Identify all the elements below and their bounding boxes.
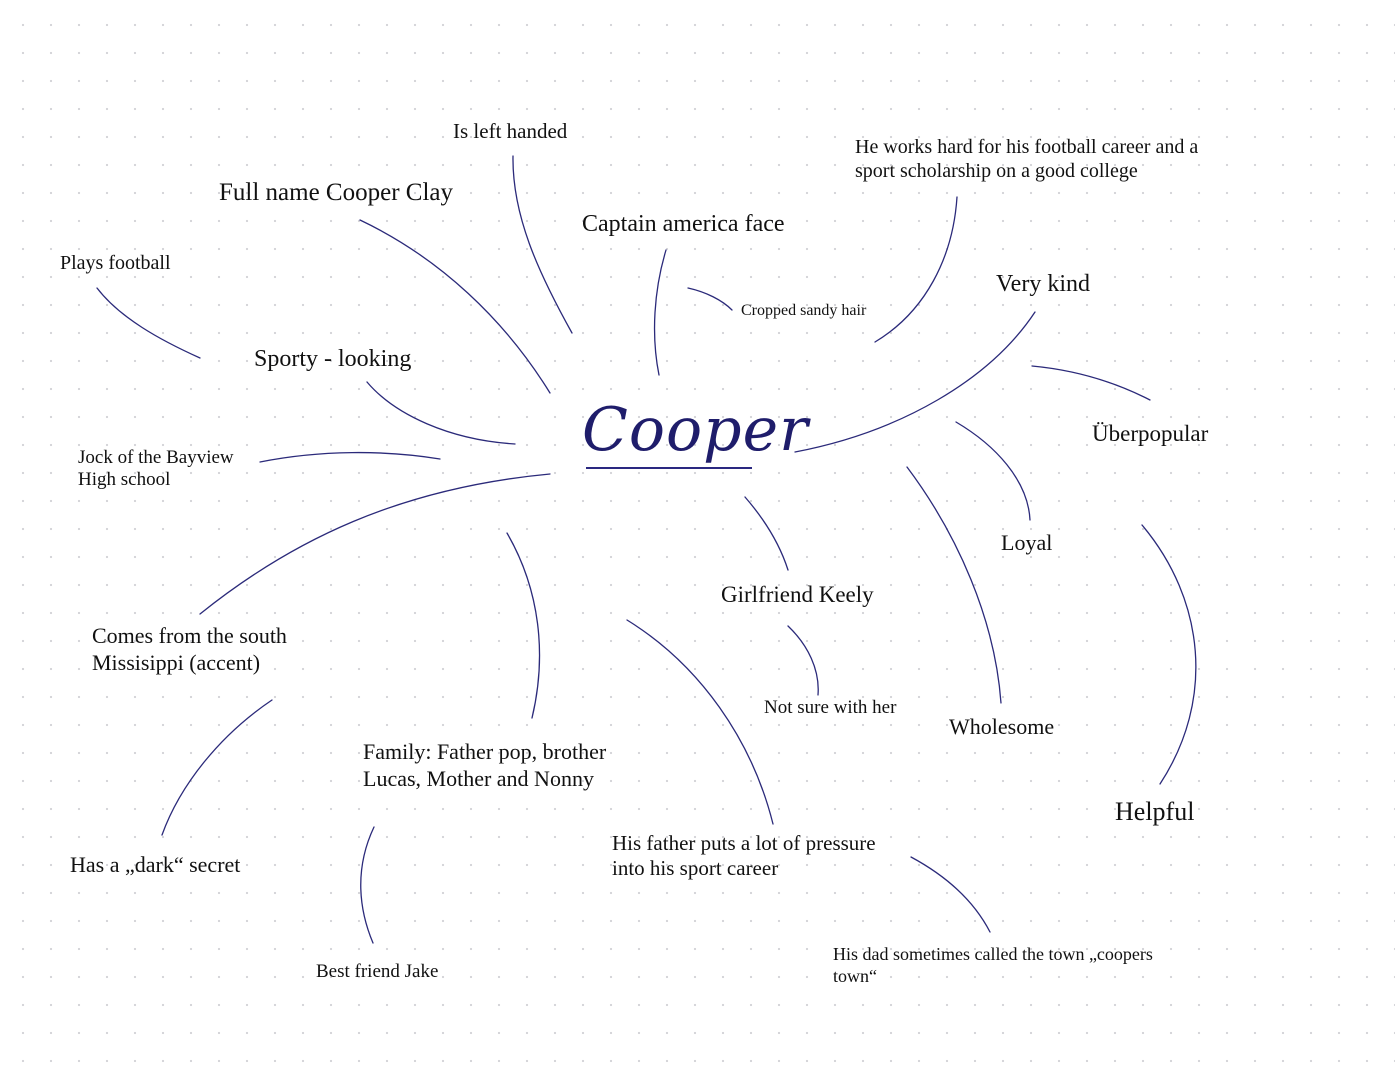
connector-family (506, 532, 541, 719)
note-best-friend-jake[interactable]: Best friend Jake (316, 961, 439, 982)
note-very-kind[interactable]: Very kind (996, 271, 1090, 297)
connector-cropped-sandy-hair (687, 287, 733, 311)
connector-father-pressure (626, 619, 774, 825)
connector-sporty-looking (366, 381, 516, 445)
connector-is-left-handed (512, 155, 573, 334)
note-is-left-handed[interactable]: Is left handed (453, 119, 568, 143)
note-coopers-town[interactable]: His dad sometimes called the town „coope… (833, 944, 1153, 986)
note-loyal[interactable]: Loyal (1001, 530, 1053, 555)
note-wholesome[interactable]: Wholesome (949, 714, 1055, 739)
connector-comes-from-south (199, 473, 551, 615)
connector-very-kind (794, 311, 1036, 453)
connector-jock (259, 451, 441, 463)
connector-loyal (955, 421, 1031, 521)
note-father-pressure[interactable]: His father puts a lot of pressure into h… (612, 831, 876, 881)
connector-uberpopular (1031, 365, 1151, 401)
note-family[interactable]: Family: Father pop, brother Lucas, Mothe… (363, 739, 607, 791)
note-jock[interactable]: Jock of the Bayview High school (78, 447, 234, 490)
connector-wholesome (906, 466, 1002, 704)
note-full-name[interactable]: Full name Cooper Clay (219, 179, 453, 206)
connector-girlfriend-keely (744, 496, 789, 571)
note-captain-america-face[interactable]: Captain america face (582, 211, 785, 237)
connector-football-career (874, 196, 958, 343)
note-not-sure-with-her[interactable]: Not sure with her (764, 697, 897, 718)
connector-helpful (1141, 524, 1197, 785)
central-topic-underline (586, 467, 752, 469)
connector-full-name (359, 219, 551, 394)
connector-coopers-town (910, 856, 991, 933)
connector-captain-america-face (653, 249, 667, 376)
note-sporty-looking[interactable]: Sporty - looking (254, 346, 412, 372)
note-dark-secret[interactable]: Has a „dark“ secret (70, 852, 241, 877)
note-girlfriend-keely[interactable]: Girlfriend Keely (721, 582, 874, 607)
connector-dark-secret (161, 699, 273, 836)
note-plays-football[interactable]: Plays football (60, 252, 171, 274)
connector-best-friend-jake (360, 826, 375, 944)
note-football-career[interactable]: He works hard for his football career an… (855, 136, 1199, 182)
note-helpful[interactable]: Helpful (1115, 797, 1195, 826)
connector-not-sure-with-her (787, 625, 819, 696)
central-topic-label: Cooper (582, 395, 809, 465)
central-topic[interactable]: Cooper (582, 395, 809, 469)
note-comes-from-south[interactable]: Comes from the south Missisippi (accent) (92, 623, 287, 675)
note-cropped-sandy-hair[interactable]: Cropped sandy hair (741, 302, 867, 319)
connector-plays-football (96, 287, 201, 359)
note-uberpopular[interactable]: Überpopular (1092, 421, 1209, 446)
